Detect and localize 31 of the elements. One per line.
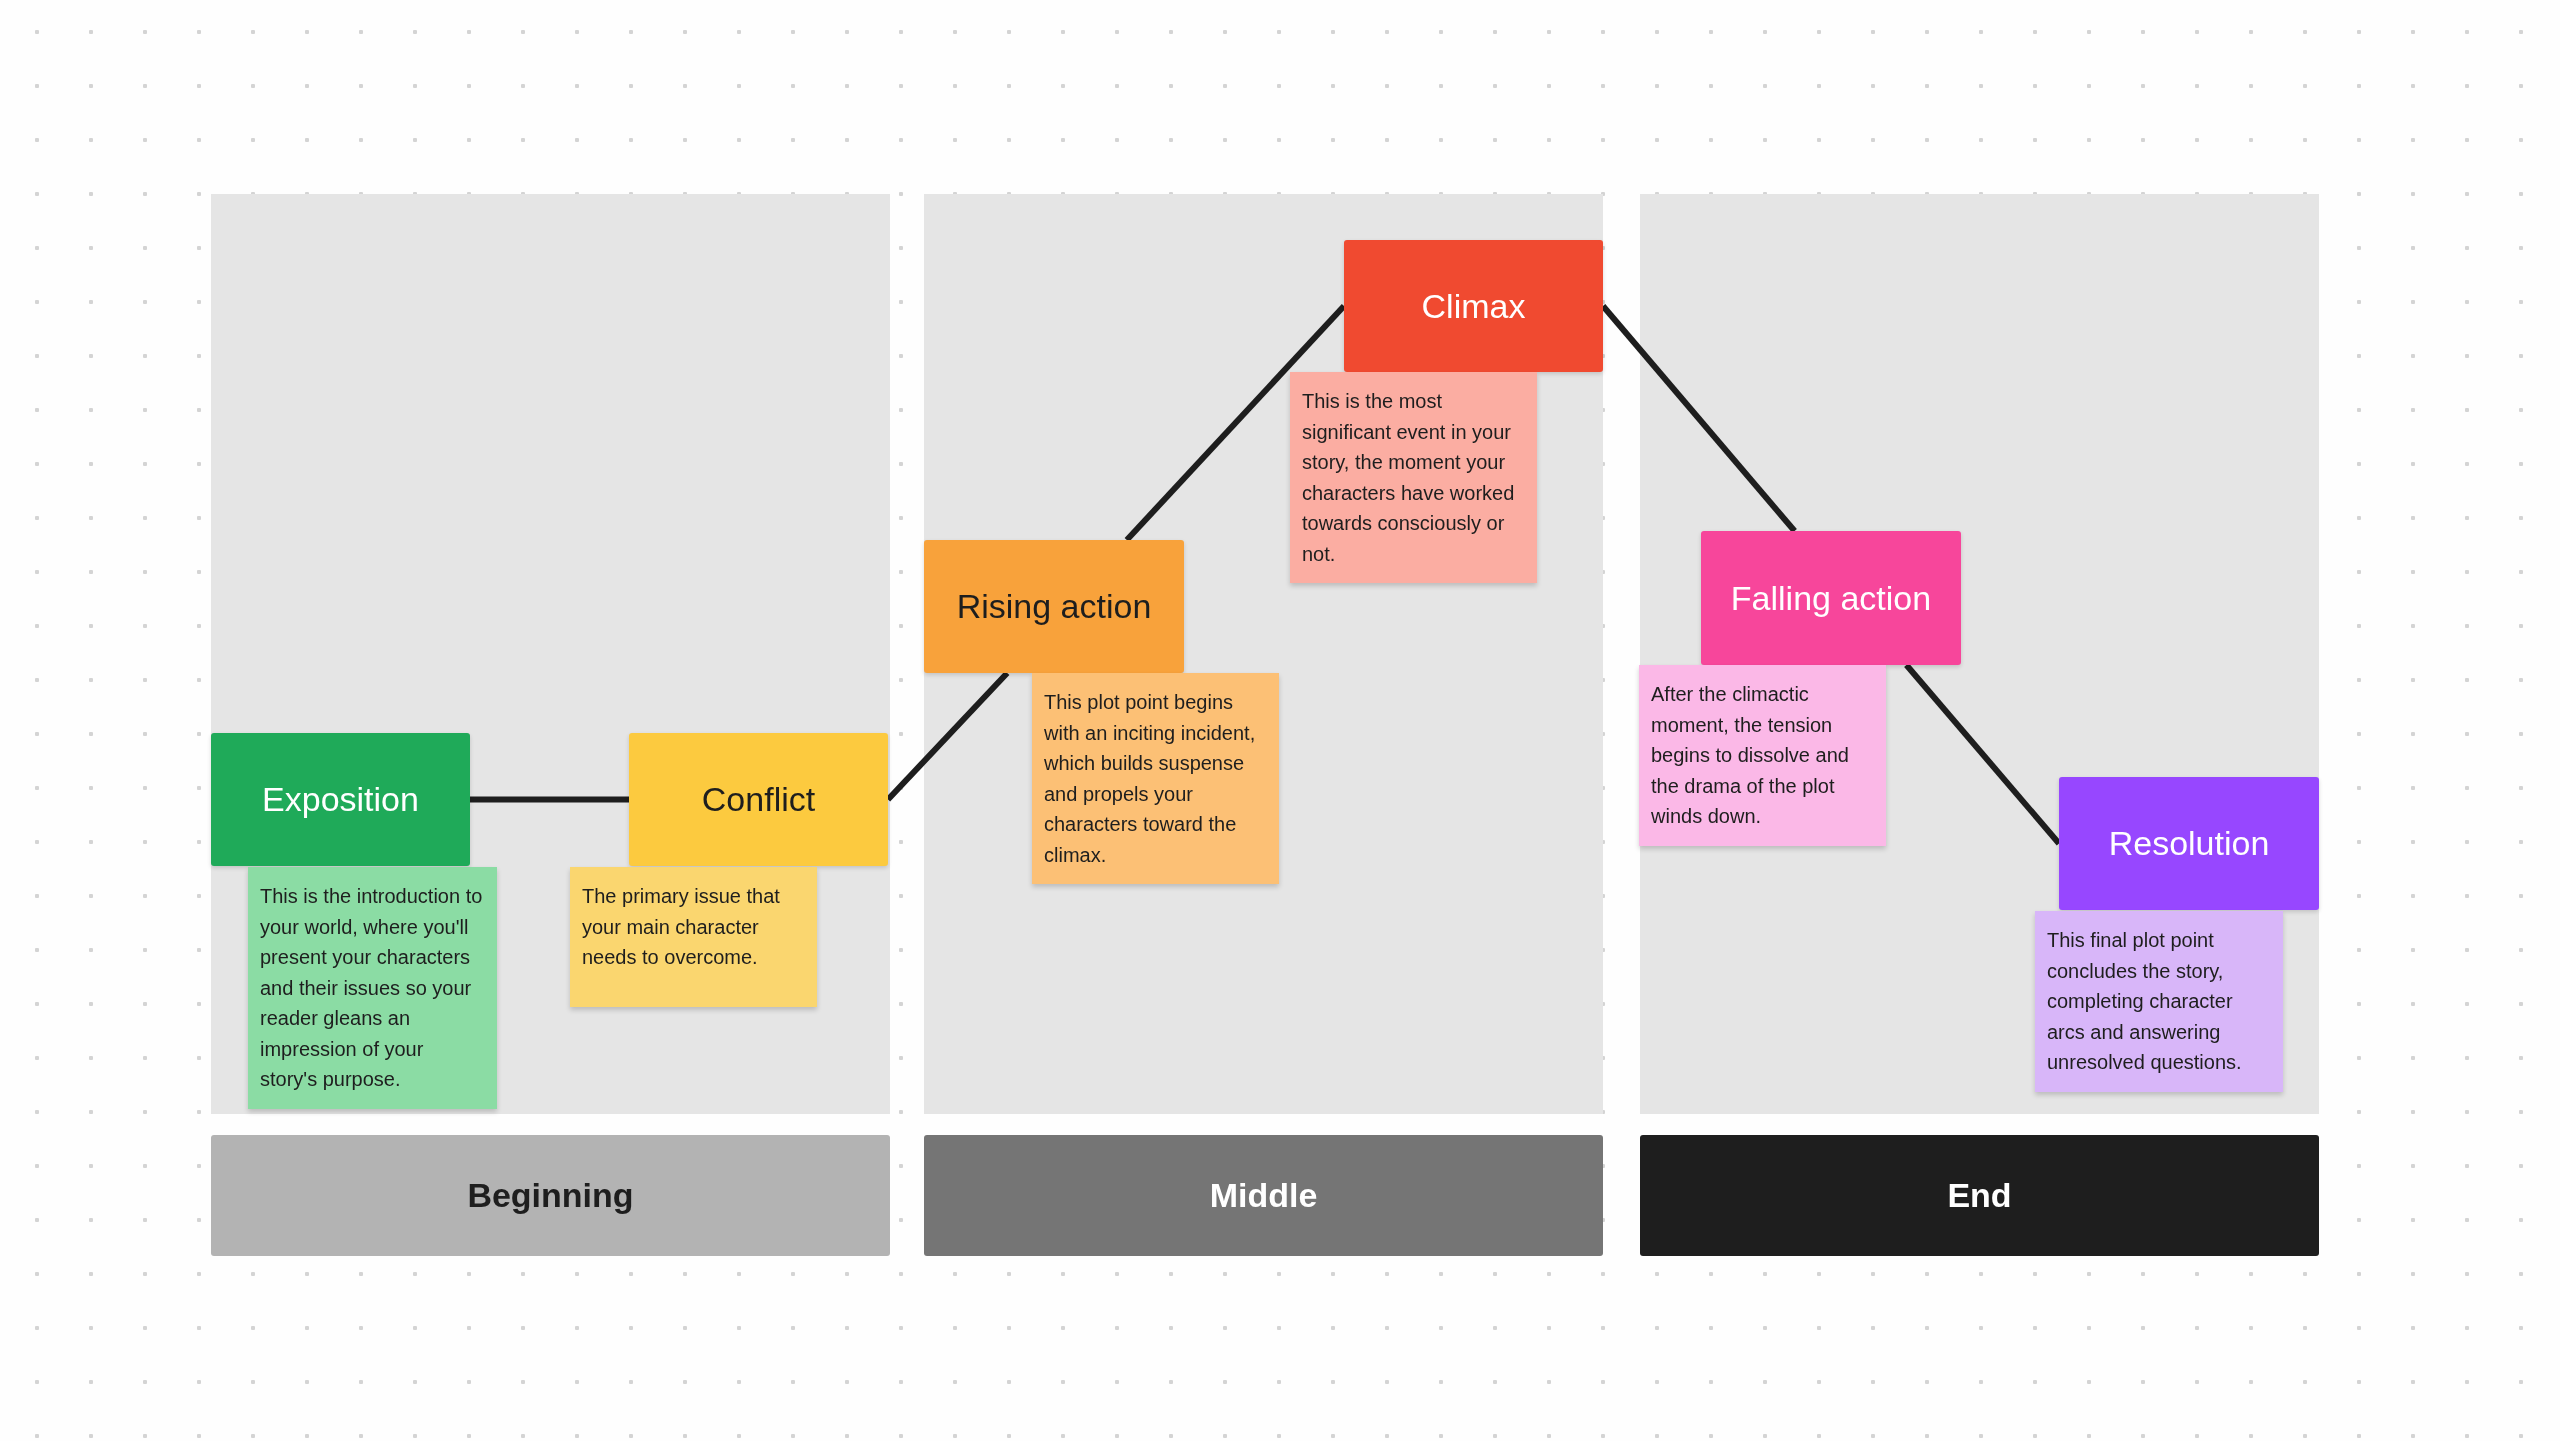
section-bar — [924, 1135, 1603, 1256]
stage-box — [924, 540, 1184, 673]
sticky-note — [2035, 911, 2283, 1092]
sticky-note — [1290, 372, 1537, 583]
stage-title: Falling action — [1730, 578, 1932, 618]
section-label: Beginning — [467, 1176, 634, 1215]
stage-box — [1344, 240, 1603, 372]
stage-title: Rising action — [956, 587, 1152, 626]
note-text: This final plot point concludes the story, completing character arcs and answering unresolved questions. — [2047, 929, 2242, 1073]
stage-box — [629, 733, 888, 866]
sticky-note — [1032, 673, 1279, 884]
stage-title: Conflict — [701, 780, 816, 819]
note-text: This is the most significant event in your story, the moment your characters have worked towards consciously or not. — [1302, 390, 1515, 565]
note-text: This is the introduction to your world, where you'll present your characters and their issues so your reader gleans an impression of your story's purpose. — [260, 885, 483, 1090]
note-text: This plot point begins with an inciting incident, which builds suspense and propels your characters toward the climax. — [1044, 691, 1256, 866]
note-text: The primary issue that your main character needs to overcome. — [582, 885, 780, 968]
stage-title: Climax — [1421, 286, 1526, 326]
stage-box — [2059, 777, 2319, 910]
section-bar — [1640, 1135, 2319, 1256]
sticky-note — [248, 867, 497, 1109]
section-bar — [211, 1135, 890, 1256]
connector-line — [470, 796, 629, 803]
note-text: After the climactic moment, the tension begins to dissolve and the drama of the plot winds down. — [1651, 683, 1849, 827]
sticky-note — [1639, 665, 1886, 846]
stage-box — [211, 733, 470, 866]
stage-box — [1701, 531, 1961, 665]
stage-title: Resolution — [2108, 824, 2270, 863]
stage-title: Exposition — [262, 780, 419, 819]
section-label: End — [1947, 1176, 2012, 1215]
section-label: Middle — [1209, 1176, 1318, 1215]
sticky-note — [570, 867, 817, 1007]
